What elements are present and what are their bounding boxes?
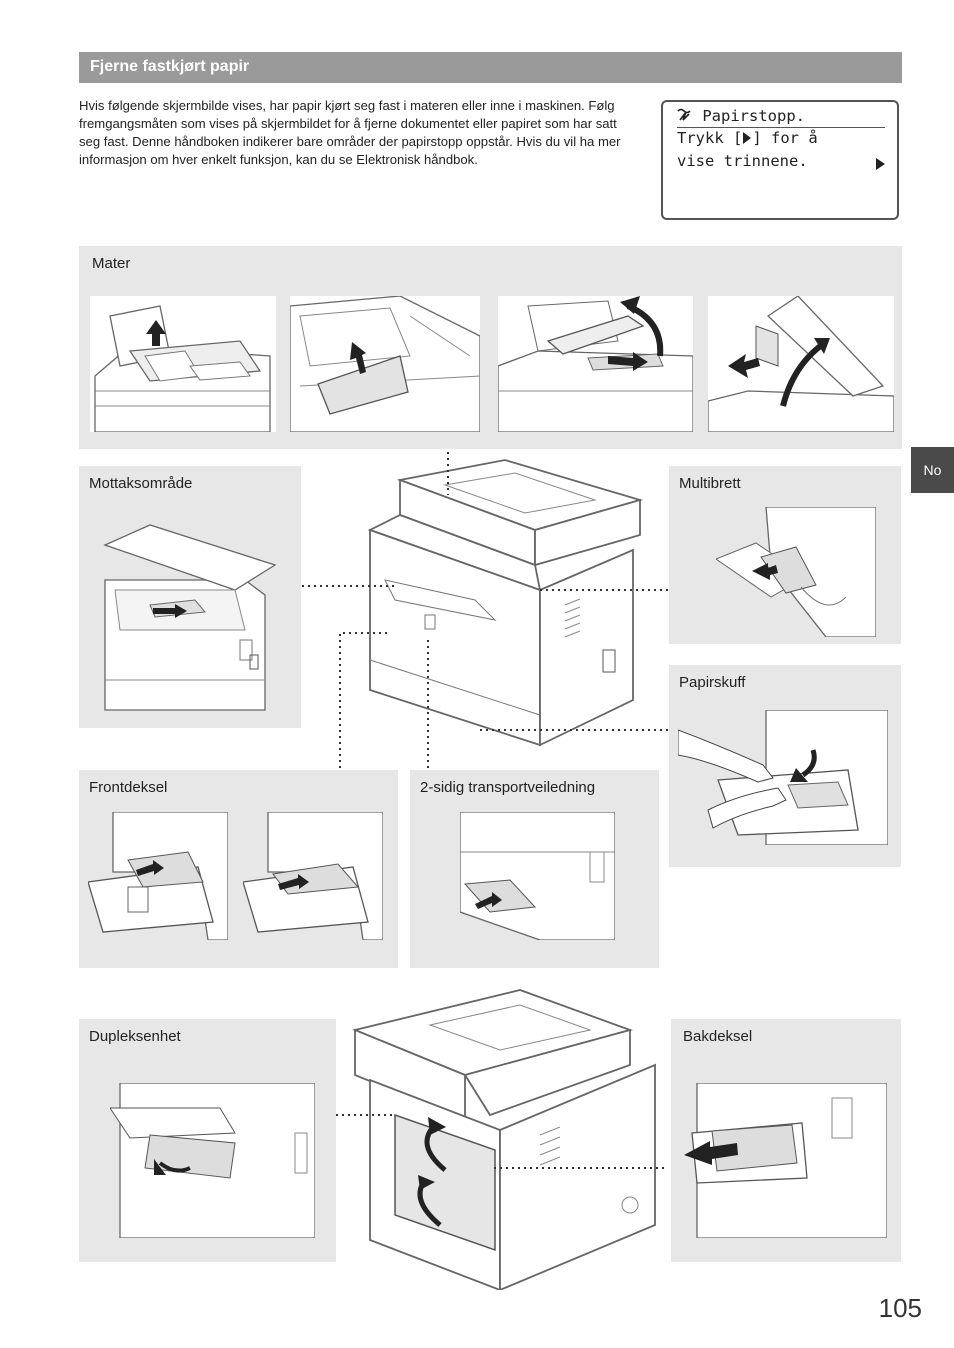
lcd-line-1-text: Papirstopp.	[702, 107, 805, 125]
page-number: 105	[878, 1293, 922, 1323]
panel-label-papirskuff: Papirskuff	[679, 674, 746, 691]
intro-paragraph: Hvis følgende skjermbilde vises, har pap…	[79, 98, 621, 167]
mater-step-2-illustration	[290, 296, 480, 432]
paper-jam-icon	[677, 108, 691, 121]
bakdeksel-illustration	[684, 1083, 887, 1238]
mater-step-1-illustration	[90, 296, 276, 432]
section-title-bar: Fjerne fastkjørt papir	[79, 52, 902, 83]
papirskuff-illustration	[678, 710, 888, 845]
right-triangle-icon	[743, 132, 752, 144]
language-tab: No	[911, 447, 954, 493]
mater-step-3-illustration	[498, 296, 693, 432]
mottak-illustration	[103, 524, 277, 711]
panel-label-transport: 2-sidig transportveiledning	[420, 779, 596, 796]
printer-front-illustration	[367, 459, 644, 747]
section-title: Fjerne fastkjørt papir	[90, 58, 250, 75]
lcd-line-1: Papirstopp.	[677, 107, 885, 128]
printer-rear-illustration	[352, 989, 656, 1290]
lcd-line-3: vise trinnene.	[677, 152, 808, 170]
lcd-line-2: Trykk [ ] for å	[677, 129, 818, 147]
lcd-line-2-a: Trykk [	[677, 129, 743, 147]
panel-label-bakdeksel: Bakdeksel	[683, 1028, 753, 1045]
lcd-next-arrow-icon	[876, 158, 885, 170]
panel-label-mottak: Mottaksområde	[89, 475, 193, 492]
mater-step-4-illustration	[708, 296, 894, 432]
multibrett-illustration	[716, 507, 876, 637]
panel-label-dupleks: Dupleksenhet	[89, 1028, 181, 1045]
frontdeksel-step-2-illustration	[243, 812, 383, 940]
lcd-line-2-b: ] for å	[752, 129, 818, 147]
panel-label-multibrett: Multibrett	[679, 475, 741, 492]
dupleks-illustration	[110, 1083, 315, 1238]
transport-illustration	[460, 812, 615, 940]
panel-label-mater: Mater	[92, 255, 131, 272]
panel-label-frontdeksel: Frontdeksel	[89, 779, 168, 796]
lcd-screen: Papirstopp. Trykk [ ] for å vise trinnene…	[661, 100, 899, 220]
frontdeksel-step-1-illustration	[88, 812, 228, 940]
